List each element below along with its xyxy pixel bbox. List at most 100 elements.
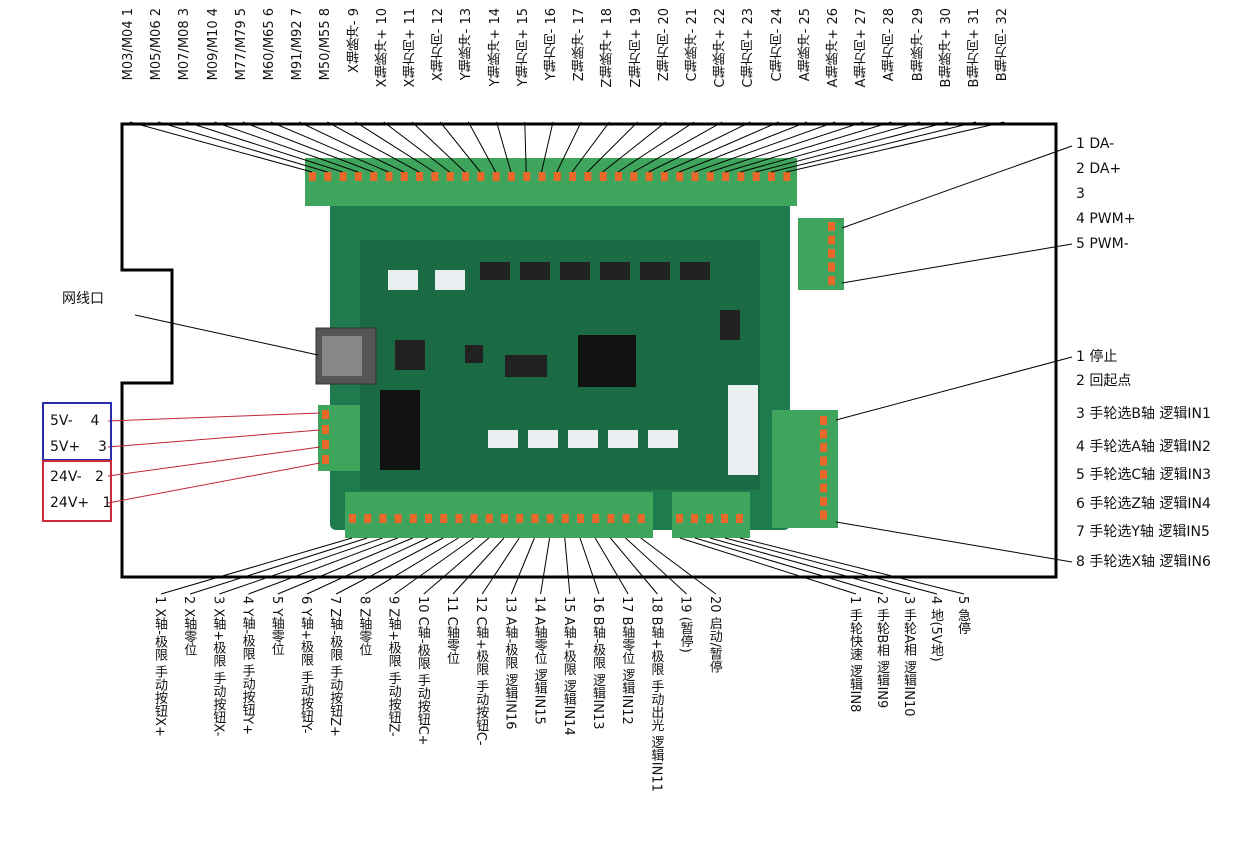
terminal-pin	[455, 514, 463, 523]
terminal-pin	[501, 514, 508, 523]
bottom-b-pin-label: 2 手轮B相 逻辑IN9	[874, 596, 889, 709]
leader-line	[835, 356, 1073, 421]
terminal-pin	[820, 416, 827, 425]
terminal-pin	[676, 172, 684, 181]
right-mid-pin-label: 2 回起点	[1076, 373, 1132, 389]
right-top-pin-label: 1 DA-	[1076, 136, 1115, 152]
terminal-pin	[722, 172, 730, 181]
leader-line	[355, 121, 435, 173]
terminal-pin	[349, 514, 356, 523]
top-pin-label: M60/M65 6	[262, 8, 277, 81]
bottom-pin-label: 19 (暂停)	[677, 596, 693, 653]
leader-line	[709, 537, 911, 595]
terminal-pin	[531, 514, 539, 523]
right-mid-pin-label: 1 停止	[1076, 349, 1118, 365]
terminal-pin	[828, 262, 835, 272]
leader-line	[841, 145, 1073, 229]
leader-line	[579, 537, 600, 595]
leader-line	[248, 537, 398, 595]
leader-line	[423, 537, 490, 595]
terminal-pin	[768, 172, 775, 181]
terminal-pin	[400, 172, 408, 181]
terminal-pin	[828, 249, 835, 258]
leader-line	[724, 121, 892, 173]
terminal-pin	[516, 514, 524, 523]
leader-line	[129, 121, 313, 173]
bottom-b-pin-label: 1 手轮快速 逻辑IN8	[847, 596, 862, 713]
bottom-pin-label: 15 A轴+极限 逻辑IN14	[560, 596, 576, 736]
bottom-pin-label: 10 C轴-极限 手动按钮C+	[414, 596, 430, 746]
top-pin-label: M03/M04 1	[121, 8, 136, 81]
leader-line	[524, 121, 527, 173]
leader-line	[540, 537, 551, 595]
leader-line	[617, 121, 695, 173]
top-pin-label: M77/M79 5	[233, 8, 249, 81]
top-pin-label: C轴方向+ 23	[741, 8, 757, 88]
leader-line	[186, 121, 343, 173]
terminal-pin	[538, 172, 546, 181]
leader-line	[694, 537, 884, 595]
terminal-pin	[507, 172, 515, 181]
top-pin-label: A轴脉冲+ 26	[826, 8, 841, 88]
terminal-pin	[470, 514, 478, 523]
terminal-pin	[752, 172, 760, 181]
bottom-pin-label: 11 C轴零位	[444, 596, 459, 665]
terminal-pin	[416, 172, 424, 181]
terminal-pin	[485, 514, 493, 523]
top-pin-label: Y轴方向- 16	[544, 8, 559, 81]
terminal-pin	[569, 172, 577, 181]
terminal-pin	[364, 514, 372, 523]
terminal-pin	[820, 456, 827, 466]
terminal-pin	[820, 429, 827, 439]
terminal-pin	[477, 172, 485, 181]
terminal-pin	[660, 172, 668, 181]
right-mid-connector	[772, 410, 838, 528]
terminal-pin	[462, 172, 469, 181]
terminal-pin	[592, 514, 600, 523]
terminal-pin	[394, 514, 402, 523]
bottom-pin-label: 17 B轴零位 逻辑IN12	[619, 596, 635, 725]
leader-line	[219, 537, 383, 595]
leader-line	[394, 537, 474, 595]
terminal-pin	[339, 172, 347, 181]
terminal-pin	[322, 440, 329, 449]
top-pin-label: Z轴方向- 20	[656, 8, 672, 82]
top-pin-label: X轴脉冲+ 10	[374, 8, 390, 88]
bottom-b-pin-label: 3 手轮A相 逻辑IN10	[901, 596, 916, 717]
top-connector	[305, 158, 797, 206]
bottom-pin-label: 14 A轴零位 逻辑IN15	[531, 596, 547, 725]
leader-line	[496, 121, 512, 173]
leader-line	[467, 121, 497, 173]
terminal-pin	[561, 514, 569, 523]
right-top-pin-label: 4 PWM+	[1076, 211, 1136, 227]
terminal-pin	[820, 510, 827, 520]
right-top-pin-label: 5 PWM-	[1076, 236, 1129, 252]
power-label-5v-minus: 5V- 4	[50, 413, 100, 429]
top-pin-label: A轴脉冲- 25	[797, 8, 813, 82]
top-pin-label: M05/M06 2	[149, 8, 165, 81]
top-pin-label: M50/M55 8	[318, 8, 334, 81]
terminal-pin	[379, 514, 387, 523]
leader-line	[594, 537, 629, 595]
bottom-pin-label: 5 Y轴零位	[268, 596, 284, 656]
leader-line	[648, 121, 751, 173]
bottom-pin-label: 9 Z轴+极限 手动按钮Z-	[385, 596, 401, 737]
terminal-pin	[425, 514, 432, 523]
bottom-pin-label: 20 启动/暂停	[706, 596, 722, 674]
leader-line	[610, 537, 658, 595]
terminal-pin	[706, 514, 713, 523]
terminal-pin	[409, 514, 417, 523]
leader-line	[134, 314, 319, 356]
leader-line	[740, 121, 920, 173]
top-pin-label: B轴方向- 32	[995, 8, 1011, 82]
terminal-pin	[584, 172, 592, 181]
top-pin-label: B轴脉冲- 29	[910, 8, 926, 82]
top-pin-label: Y轴方向+ 15	[515, 8, 531, 87]
leader-line	[383, 121, 451, 173]
leader-line	[770, 121, 977, 173]
leader-line	[327, 121, 420, 173]
bottom-pin-label: 6 Y轴+极限 手动按钮Y-	[298, 596, 313, 734]
bottom-pin-label: 13 A轴-极限 逻辑IN16	[502, 596, 518, 730]
top-pin-label: X轴方向- 12	[431, 8, 447, 82]
